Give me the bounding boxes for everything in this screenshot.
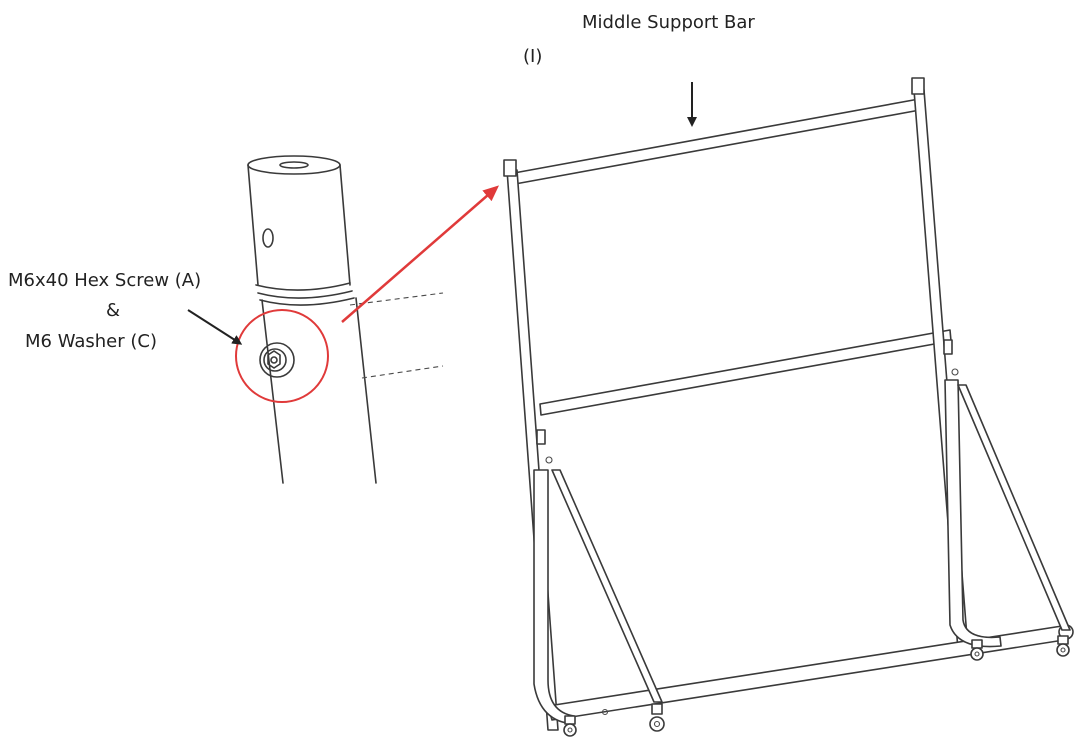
caster-wheel-icon — [649, 703, 665, 732]
part-code-label: (I) — [523, 46, 543, 67]
caster-wheel-icon — [1056, 635, 1070, 657]
hex-screw-label: M6x40 Hex Screw (A) — [8, 270, 202, 291]
middle-support-bar-label: Middle Support Bar — [582, 12, 755, 33]
ampersand-label: & — [106, 300, 121, 321]
screw-pointer-arrow — [187, 309, 243, 345]
detail-tube — [247, 155, 444, 484]
caster-wheel-icon — [970, 639, 984, 661]
washer-label: M6 Washer (C) — [25, 331, 157, 352]
stand-frame — [503, 77, 1074, 731]
highlight-circle — [235, 309, 329, 403]
hex-screw-icon — [259, 342, 295, 378]
red-pointer-arrow — [341, 185, 500, 323]
caster-wheel-icon — [563, 715, 577, 737]
